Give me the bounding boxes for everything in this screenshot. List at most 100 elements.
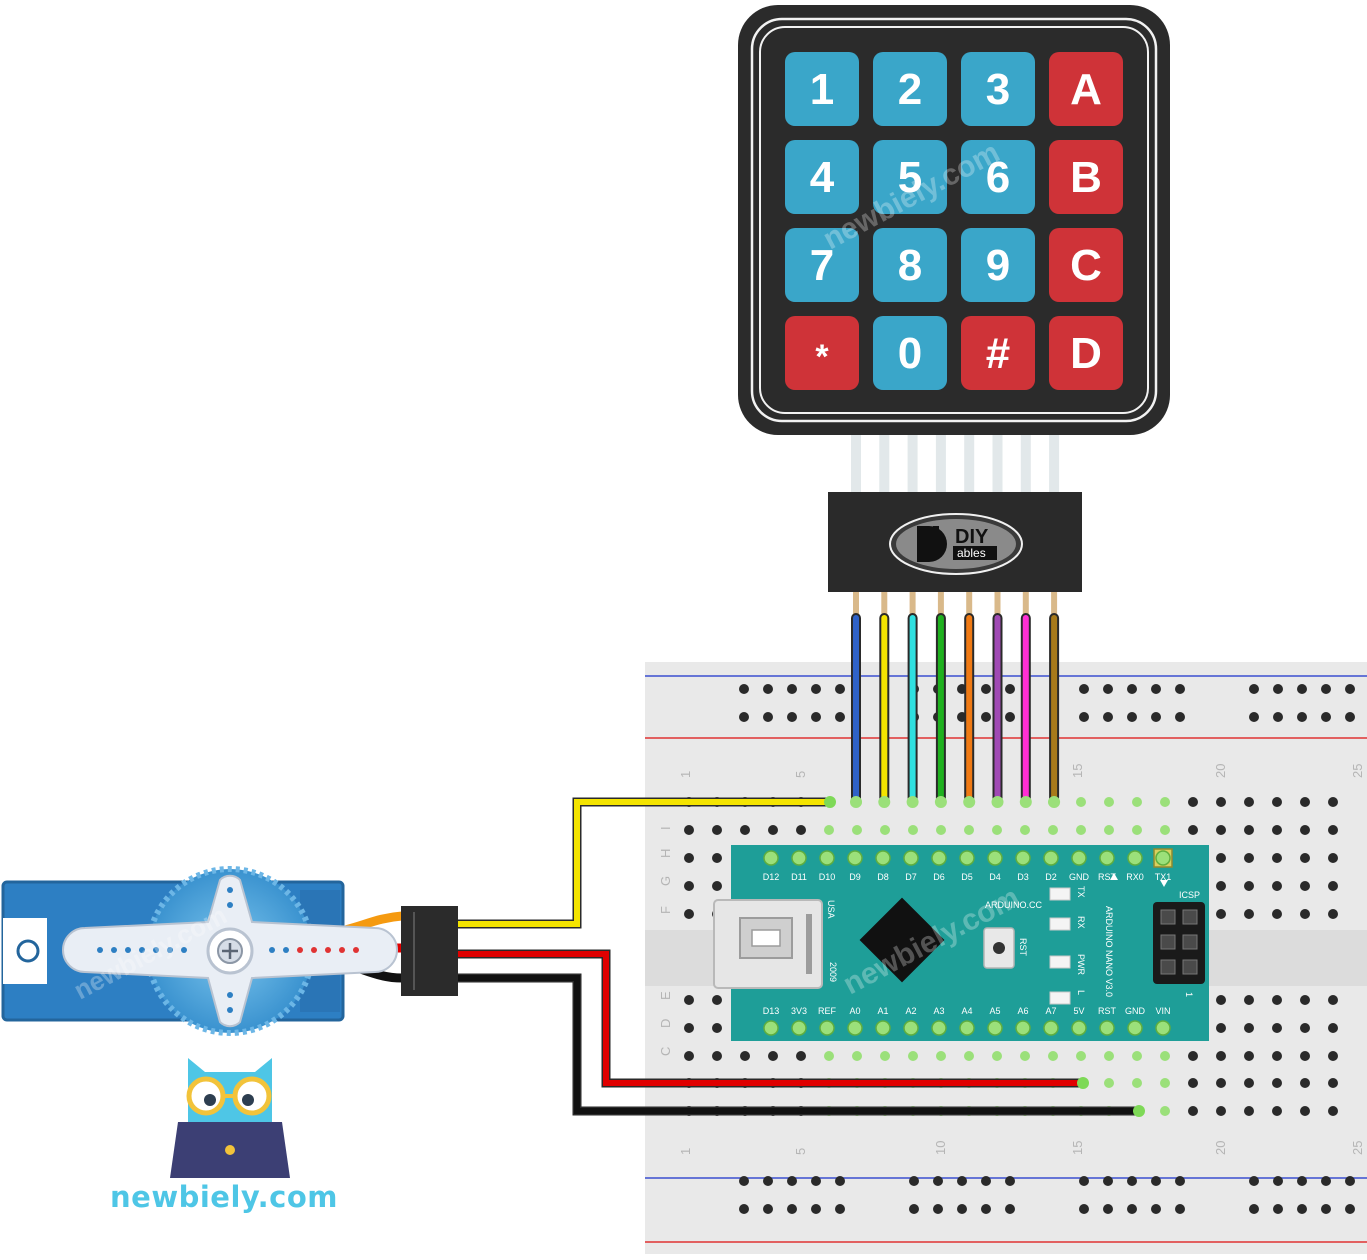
- keypad-key[interactable]: [873, 228, 947, 302]
- keypad-key[interactable]: [873, 140, 947, 214]
- column-number: 10: [933, 1141, 948, 1155]
- keypad-key[interactable]: [1049, 52, 1123, 126]
- breadboard-hole: [852, 825, 862, 835]
- ground-wire: [458, 975, 1139, 1114]
- icsp-pin: [1182, 934, 1198, 950]
- arduino-pin: [875, 850, 891, 866]
- breadboard-hole: [1020, 1051, 1030, 1061]
- rail-hole: [739, 712, 749, 722]
- breadboard-hole: [1272, 1023, 1282, 1033]
- rail-hole: [1127, 684, 1137, 694]
- ribbon-pin: [1022, 592, 1029, 614]
- breadboard-hole: [684, 881, 694, 891]
- keypad-key-label: 4: [810, 153, 835, 202]
- arduino-pin-label: TX1: [1155, 872, 1172, 882]
- breadboard-hole: [1104, 1078, 1114, 1088]
- keypad-key-label: B: [1070, 153, 1102, 202]
- keypad-key[interactable]: [785, 140, 859, 214]
- arduino-pin: [959, 850, 975, 866]
- keypad-key[interactable]: [961, 52, 1035, 126]
- newbiely-owl-logo: [170, 1058, 290, 1178]
- horn-hole: [97, 947, 103, 953]
- breadboard-hole: [712, 1023, 722, 1033]
- breadboard-hole: [1244, 881, 1254, 891]
- breadboard-hole: [1216, 825, 1226, 835]
- horn-hole: [227, 902, 233, 908]
- rail-hole: [1127, 1176, 1137, 1186]
- breadboard-hole: [1300, 1106, 1310, 1116]
- ribbon-strip: [907, 430, 918, 494]
- keypad-key[interactable]: [961, 140, 1035, 214]
- rail-hole: [1273, 1204, 1283, 1214]
- servo-motor: newbiely.com: [1, 866, 458, 1036]
- power-wire: [458, 951, 1083, 1086]
- diyables-logo-main: DIY: [955, 526, 989, 548]
- keypad-key[interactable]: [1049, 140, 1123, 214]
- arduino-pin-label: VIN: [1155, 1006, 1170, 1016]
- rail-hole: [1249, 712, 1259, 722]
- arduino-pin-label: D2: [1045, 872, 1057, 882]
- breadboard-hole: [1216, 1023, 1226, 1033]
- keypad-key-label: 5: [898, 153, 922, 202]
- breadboard-hole: [1328, 1106, 1338, 1116]
- breadboard-hole: [964, 1051, 974, 1061]
- keypad-key[interactable]: [785, 316, 859, 390]
- horn-hole: [311, 947, 317, 953]
- breadboard-hole: [824, 1051, 834, 1061]
- usa-label: USA: [826, 900, 836, 919]
- keypad-key[interactable]: [1049, 228, 1123, 302]
- breadboard-hole: [768, 1051, 778, 1061]
- rail-hole: [1297, 1176, 1307, 1186]
- arduino-pin-label: A3: [933, 1006, 944, 1016]
- horn-hole: [339, 947, 345, 953]
- arduino-pin-label: D13: [763, 1006, 780, 1016]
- breadboard-hole: [1244, 797, 1254, 807]
- tx-arrow-icon: [1160, 880, 1168, 887]
- icsp-pin: [1182, 959, 1198, 975]
- keypad-key[interactable]: [873, 316, 947, 390]
- column-number: 25: [1350, 1141, 1365, 1155]
- horn-hole: [167, 947, 173, 953]
- laptop-logo-dot: [225, 1145, 235, 1155]
- ribbon-strip: [935, 430, 946, 494]
- keypad-key[interactable]: [1049, 316, 1123, 390]
- rail-hole: [1079, 684, 1089, 694]
- keypad-key[interactable]: [785, 228, 859, 302]
- breadboard-hole: [964, 825, 974, 835]
- breadboard-hole: [1132, 1078, 1142, 1088]
- ribbon-pin: [1051, 592, 1058, 614]
- column-number: 1: [678, 1148, 693, 1155]
- arduino-pin: [819, 850, 835, 866]
- breadboard-hole: [1300, 1023, 1310, 1033]
- rail-hole: [909, 1176, 919, 1186]
- arduino-pin-label: A7: [1045, 1006, 1056, 1016]
- breadboard-hole: [1188, 797, 1198, 807]
- row-letter: D: [658, 1019, 673, 1028]
- model-label-line: ARDUINO NANO V3.0: [1104, 906, 1114, 997]
- breadboard-hole: [1076, 1051, 1086, 1061]
- rail-hole: [1005, 684, 1015, 694]
- status-led: [1049, 991, 1071, 1005]
- horn-hole: [283, 947, 289, 953]
- keypad-key[interactable]: [961, 316, 1035, 390]
- keypad-key[interactable]: [785, 52, 859, 126]
- signal-wire: [458, 799, 830, 927]
- icsp-pin1-label: 1: [1184, 992, 1194, 997]
- usb-port-inner: [751, 929, 781, 947]
- reset-button-cap[interactable]: [993, 942, 1005, 954]
- ribbon-pin: [937, 592, 944, 614]
- rail-hole: [1249, 1204, 1259, 1214]
- keypad-key[interactable]: [873, 52, 947, 126]
- arduino-pin: [791, 1020, 807, 1036]
- rail-hole: [1175, 712, 1185, 722]
- breadboard-hole: [1104, 797, 1114, 807]
- rail-hole: [1273, 684, 1283, 694]
- status-led-label: TX: [1076, 886, 1086, 898]
- keypad-key[interactable]: [961, 228, 1035, 302]
- breadboard-hole: [1300, 1078, 1310, 1088]
- arduino-pin-label: D4: [989, 872, 1001, 882]
- breadboard-hole: [1160, 1051, 1170, 1061]
- breadboard-hole: [1328, 995, 1338, 1005]
- rail-hole: [1297, 712, 1307, 722]
